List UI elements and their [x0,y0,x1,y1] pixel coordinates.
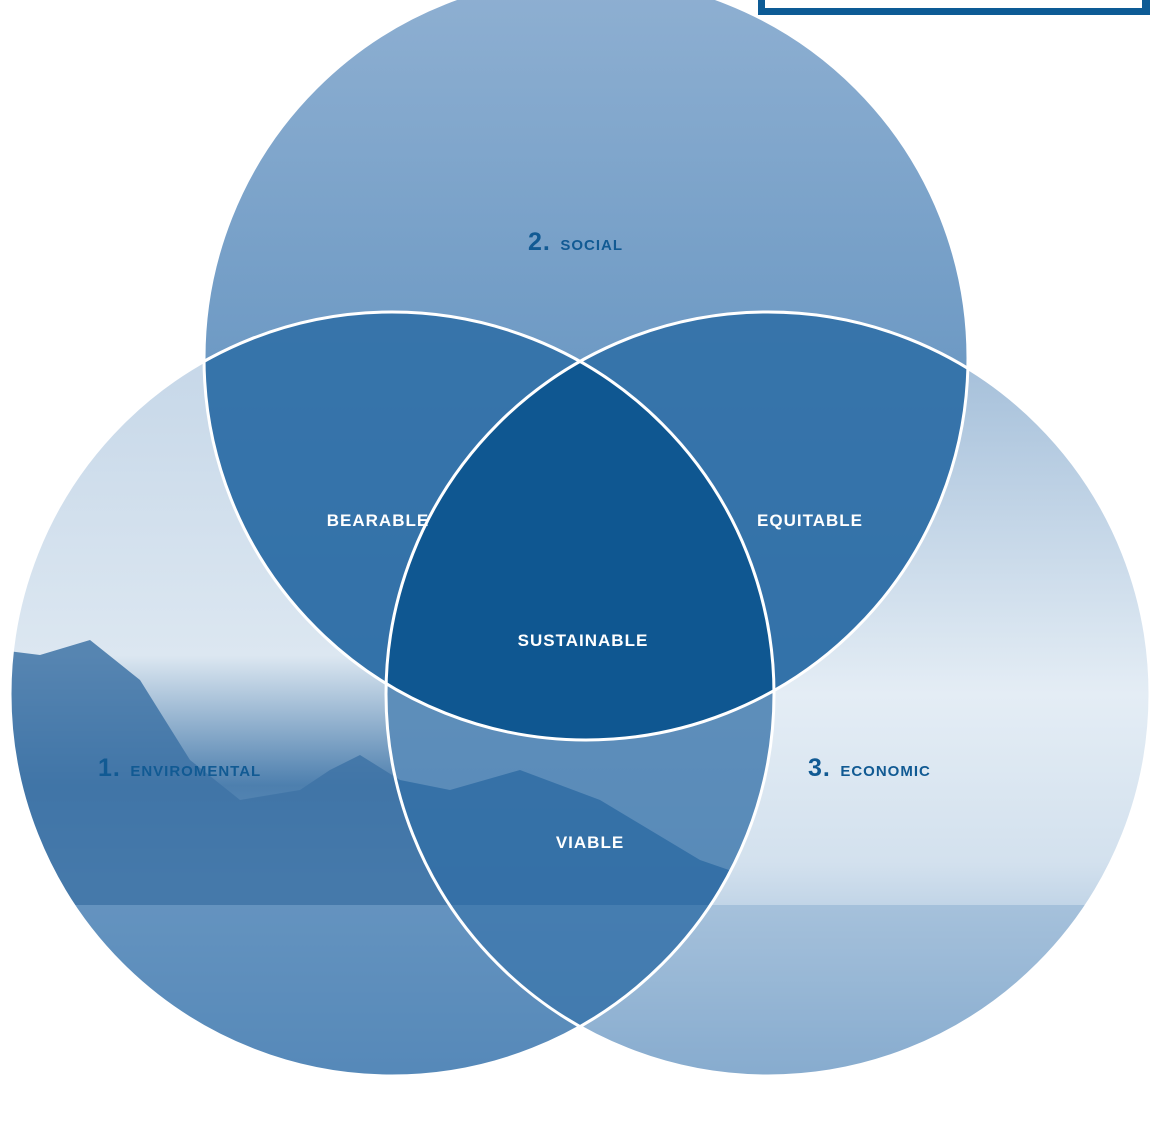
label-equitable: EQUITABLE [757,511,863,530]
label-environmental: 1. ENVIROMENTAL [98,754,261,782]
label-sustainable: SUSTAINABLE [518,631,649,650]
label-viable: VIABLE [556,833,624,852]
corner-bar-inner [765,0,1142,8]
label-bearable: BEARABLE [327,511,429,530]
outline-economic [384,310,1151,1078]
label-economic: 3. ECONOMIC [808,754,931,782]
outline-social [202,0,970,742]
outline-environmental [8,310,776,1078]
label-social: 2. SOCIAL [528,228,623,256]
